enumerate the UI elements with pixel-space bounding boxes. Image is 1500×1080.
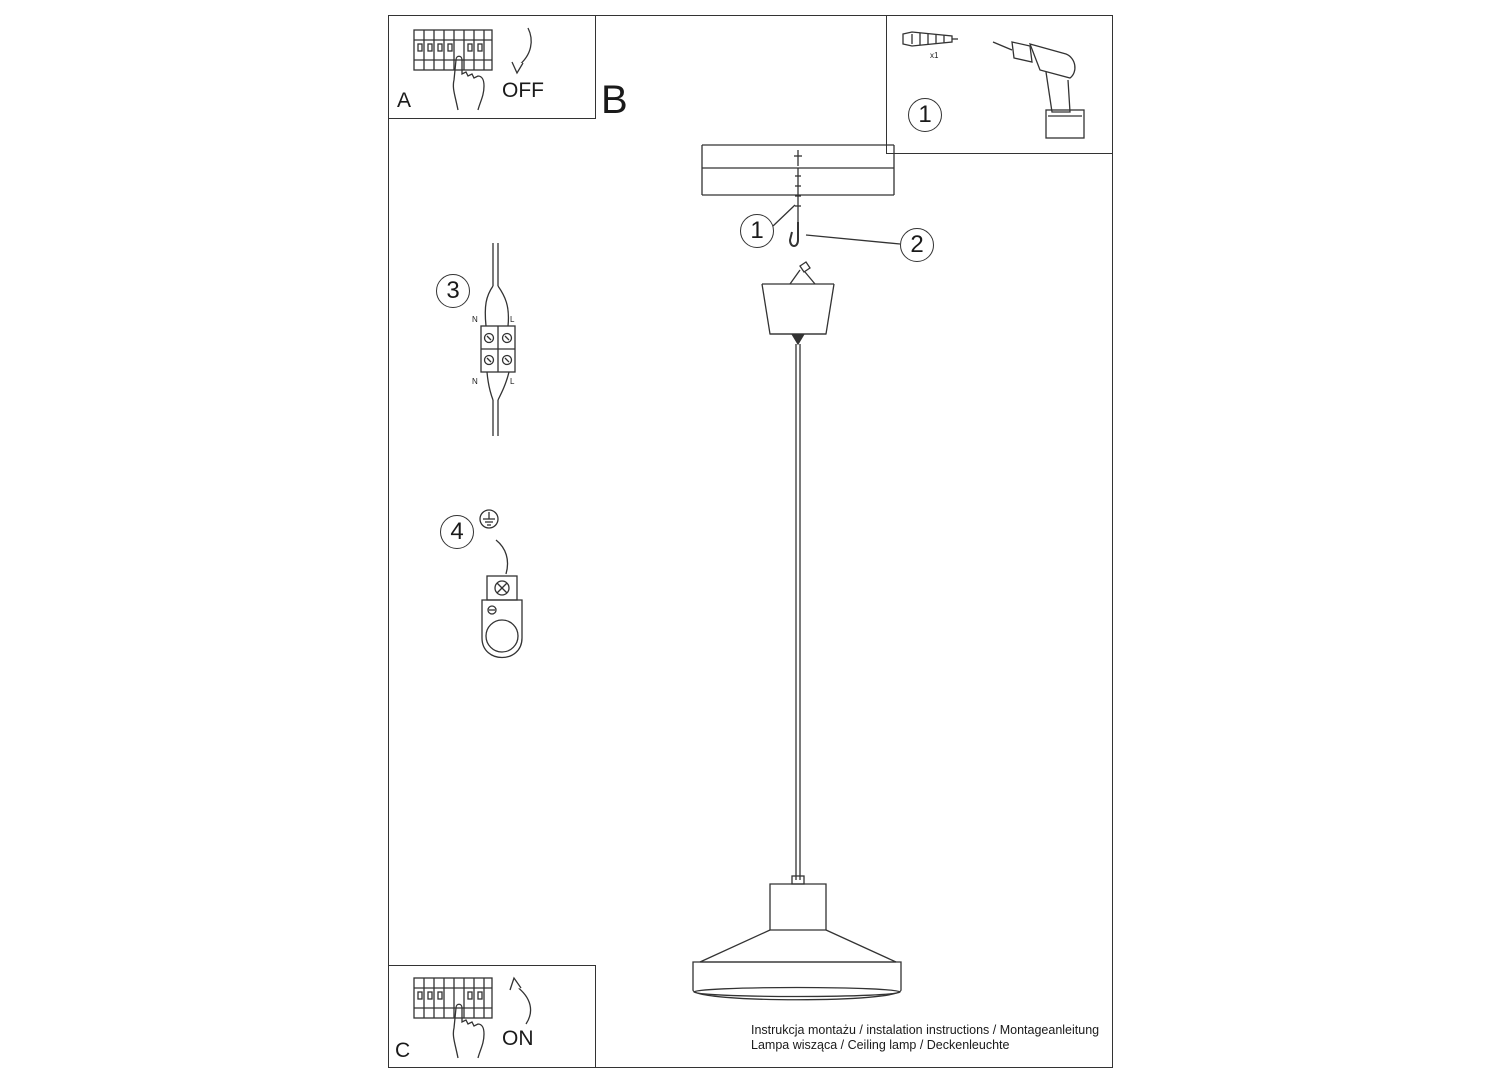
neutral-label-bottom: N	[472, 377, 478, 386]
hand-icon	[452, 55, 485, 111]
lamp-canopy	[761, 261, 835, 346]
wall-plug-screw-icon	[902, 31, 958, 47]
breaker-panel-on-icon	[413, 977, 493, 1019]
hand-icon	[452, 1003, 485, 1059]
callout-1: 1	[740, 214, 774, 248]
kit-step-number: 1	[908, 98, 942, 132]
step-a-panel	[388, 15, 596, 119]
ceiling-hook-icon	[788, 168, 801, 247]
neutral-label-top: N	[472, 315, 478, 324]
step-c-letter: C	[395, 1039, 411, 1062]
callout-4: 4	[440, 515, 474, 549]
quantity-label: x1	[930, 51, 939, 60]
kit-panel	[886, 15, 1113, 154]
step-b-letter: B	[601, 78, 628, 122]
arrow-up-icon	[515, 985, 532, 1025]
switch-on-label: ON	[502, 1027, 534, 1050]
footer-instructions-title: Instrukcja montażu / instalation instruc…	[751, 1023, 1100, 1037]
live-label-top: L	[510, 315, 515, 324]
ground-terminal-icon	[479, 509, 523, 659]
callout-3: 3	[436, 274, 470, 308]
instruction-sheet	[388, 15, 1113, 1068]
lamp-shade	[692, 875, 902, 1001]
live-label-bottom: L	[510, 377, 515, 386]
footer-product-type: Lampa wisząca / Ceiling lamp / Deckenleu…	[751, 1038, 1010, 1052]
step-c-panel	[388, 965, 596, 1068]
breaker-panel-off-icon	[413, 29, 493, 71]
switch-off-label: OFF	[502, 79, 544, 102]
cordless-drill-icon	[992, 41, 1085, 139]
step-a-letter: A	[397, 89, 412, 112]
terminal-block-icon	[480, 243, 516, 436]
callout-2: 2	[900, 228, 934, 262]
